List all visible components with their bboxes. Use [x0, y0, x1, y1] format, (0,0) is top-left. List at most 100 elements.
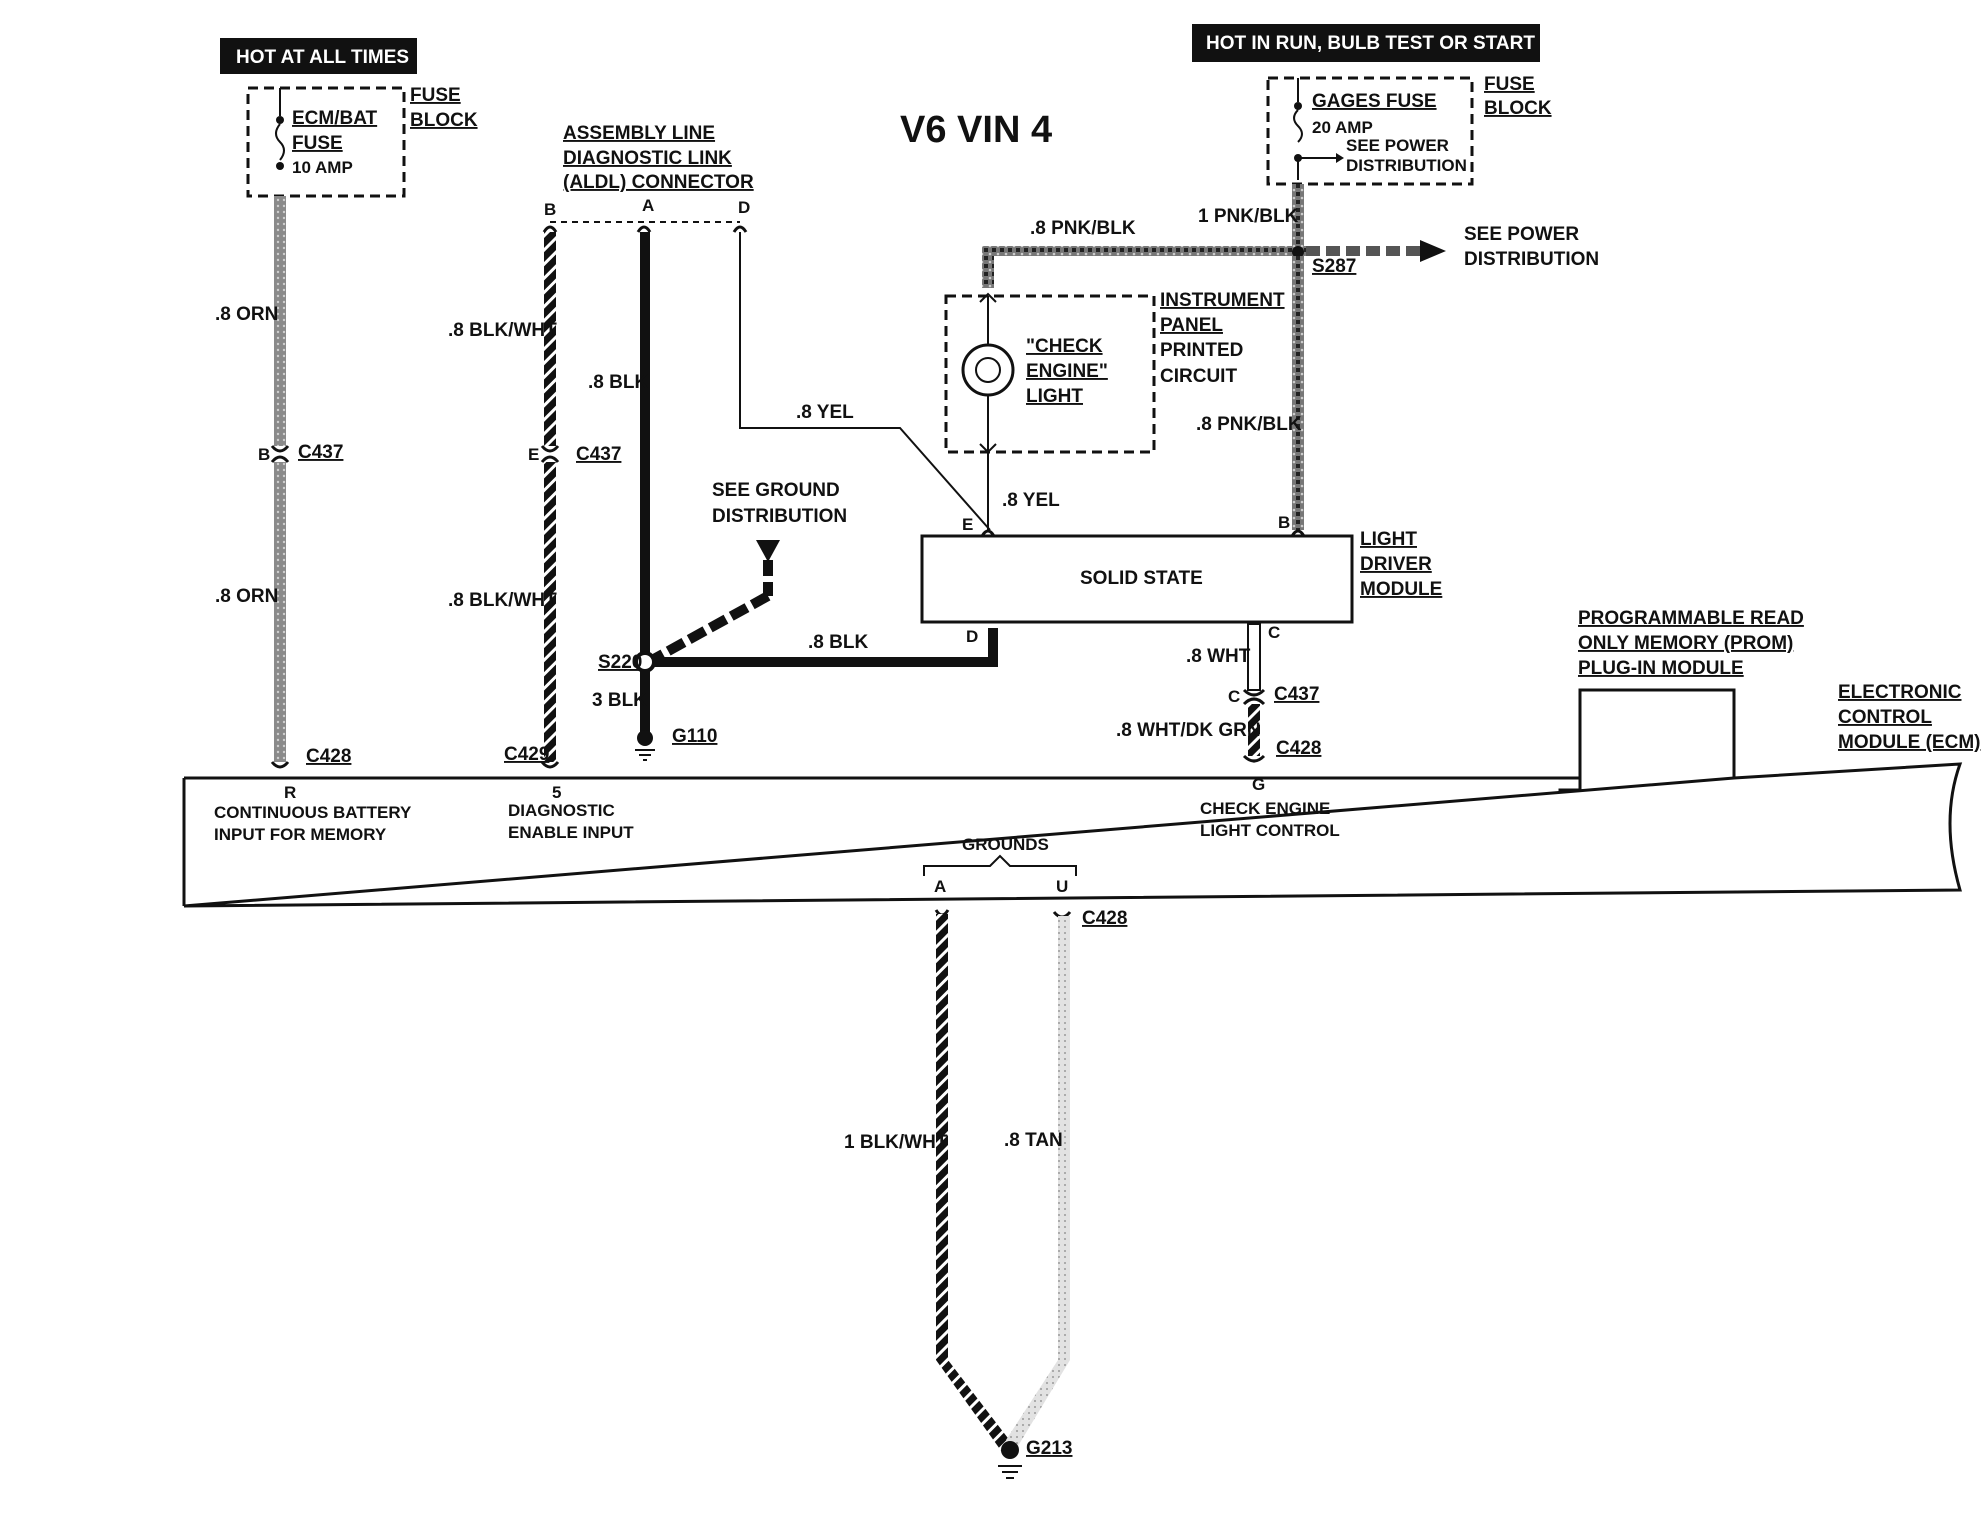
splice-s287: S287 [1292, 246, 1356, 277]
svg-text:1 BLK/WHT: 1 BLK/WHT [844, 1132, 948, 1153]
svg-text:B: B [1278, 513, 1290, 532]
svg-text:PRINTED: PRINTED [1160, 340, 1243, 361]
svg-text:C428: C428 [1276, 738, 1321, 759]
instrument-panel-circuit: INSTRUMENT PANEL PRINTED CIRCUIT [944, 290, 1285, 454]
connector-c428-r: C428 [270, 746, 351, 769]
wire-pnk-blk-top: .8 PNK/BLK [982, 218, 1312, 288]
hot-at-all-times-label: HOT AT ALL TIMES [220, 38, 417, 74]
aldl-connector: ASSEMBLY LINE DIAGNOSTIC LINK (ALDL) CON… [542, 123, 754, 233]
svg-text:A: A [642, 196, 654, 215]
svg-text:SEE POWER: SEE POWER [1464, 224, 1579, 245]
svg-text:CHECK ENGINE: CHECK ENGINE [1200, 799, 1330, 818]
svg-text:BLOCK: BLOCK [410, 110, 478, 131]
connector-c437-right: C C437 [1228, 684, 1319, 706]
svg-text:ONLY MEMORY (PROM): ONLY MEMORY (PROM) [1578, 633, 1793, 654]
svg-text:C428: C428 [306, 746, 351, 767]
svg-text:E: E [528, 445, 539, 464]
connector-c429: C429 [504, 744, 560, 769]
svg-text:CONTROL: CONTROL [1838, 707, 1932, 728]
svg-text:G110: G110 [672, 726, 717, 747]
svg-text:G: G [1252, 775, 1265, 794]
svg-text:3 BLK: 3 BLK [592, 690, 647, 711]
svg-text:.8 YEL: .8 YEL [796, 402, 854, 423]
svg-text:10 AMP: 10 AMP [292, 158, 353, 177]
fuse-block-label-right: FUSE BLOCK [1484, 74, 1552, 119]
svg-text:C437: C437 [1274, 684, 1319, 705]
svg-text:.8 BLK/WHT: .8 BLK/WHT [448, 590, 557, 611]
svg-text:ECM/BAT: ECM/BAT [292, 108, 378, 129]
svg-text:E: E [962, 515, 973, 534]
wire-blk-driver-d: .8 BLK [652, 628, 998, 667]
svg-text:.8 TAN: .8 TAN [1004, 1130, 1063, 1151]
ecm-bat-fuse: ECM/BAT FUSE 10 AMP [246, 86, 406, 198]
svg-text:HOT AT ALL TIMES: HOT AT ALL TIMES [236, 47, 409, 68]
svg-text:.8 PNK/BLK: .8 PNK/BLK [1030, 218, 1136, 239]
check-engine-light: "CHECK ENGINE" LIGHT [961, 292, 1108, 454]
svg-text:MODULE (ECM): MODULE (ECM) [1838, 732, 1980, 753]
svg-text:LIGHT CONTROL: LIGHT CONTROL [1200, 821, 1340, 840]
svg-text:.8 ORN: .8 ORN [215, 586, 278, 607]
svg-text:CONTINUOUS BATTERY: CONTINUOUS BATTERY [214, 803, 412, 822]
svg-text:20 AMP: 20 AMP [1312, 118, 1373, 137]
svg-text:.8 ORN: .8 ORN [215, 304, 278, 325]
gages-fuse: GAGES FUSE 20 AMP SEE POWER DISTRIBUTION [1266, 76, 1474, 186]
svg-text:S287: S287 [1312, 256, 1356, 277]
svg-text:SOLID STATE: SOLID STATE [1080, 568, 1203, 589]
wire-wht-dk-grn: .8 WHT/DK GRN [1116, 704, 1261, 756]
svg-text:SEE GROUND: SEE GROUND [712, 480, 840, 501]
connector-c428-g: C428 [1242, 738, 1321, 763]
svg-text:FUSE: FUSE [1484, 74, 1535, 95]
svg-text:LIGHT: LIGHT [1360, 529, 1417, 550]
ecm-module: ELECTRONIC CONTROL MODULE (ECM) [182, 682, 1980, 908]
svg-text:"CHECK: "CHECK [1026, 336, 1103, 357]
svg-text:PANEL: PANEL [1160, 315, 1223, 336]
svg-text:FUSE: FUSE [410, 85, 461, 106]
svg-text:.8 BLK: .8 BLK [588, 372, 648, 393]
svg-text:U: U [1056, 877, 1068, 896]
wire-tan-ground: C428 .8 TAN [1004, 908, 1127, 1446]
svg-text:C: C [1268, 623, 1280, 642]
svg-text:.8 PNK/BLK: .8 PNK/BLK [1196, 414, 1302, 435]
connector-c437-left: B C437 [258, 442, 343, 464]
svg-text:INPUT FOR MEMORY: INPUT FOR MEMORY [214, 825, 387, 844]
svg-text:PROGRAMMABLE READ: PROGRAMMABLE READ [1578, 608, 1804, 629]
svg-text:ELECTRONIC: ELECTRONIC [1838, 682, 1962, 703]
see-power-distribution-link: SEE POWER DISTRIBUTION [1306, 224, 1599, 270]
svg-text:DISTRIBUTION: DISTRIBUTION [1346, 156, 1467, 175]
svg-text:MODULE: MODULE [1360, 579, 1442, 600]
svg-text:.8 YEL: .8 YEL [1002, 490, 1060, 511]
wire-pnk-blk-right: .8 PNK/BLK [1196, 256, 1304, 530]
svg-text:B: B [258, 445, 270, 464]
svg-text:A: A [934, 877, 946, 896]
svg-text:S220: S220 [598, 652, 642, 673]
svg-text:ENABLE INPUT: ENABLE INPUT [508, 823, 634, 842]
svg-text:1 PNK/BLK: 1 PNK/BLK [1198, 206, 1299, 227]
wire-pnk-blk-fuse: 1 PNK/BLK [1198, 184, 1304, 250]
ecm-pin-labels: R CONTINUOUS BATTERY INPUT FOR MEMORY 5 … [214, 775, 1340, 896]
svg-text:DISTRIBUTION: DISTRIBUTION [1464, 249, 1599, 270]
hot-in-run-label: HOT IN RUN, BULB TEST OR START [1192, 24, 1540, 62]
wire-blk-aldl-a: .8 BLK [588, 232, 650, 662]
svg-text:DISTRIBUTION: DISTRIBUTION [712, 506, 847, 527]
splice-s220: S220 3 BLK [592, 651, 656, 736]
svg-text:.8 WHT/DK GRN: .8 WHT/DK GRN [1116, 720, 1261, 741]
svg-text:ASSEMBLY LINE: ASSEMBLY LINE [563, 123, 715, 144]
svg-text:C428: C428 [1082, 908, 1127, 929]
svg-text:.8 BLK: .8 BLK [808, 632, 868, 653]
svg-text:C437: C437 [298, 442, 343, 463]
svg-text:C429: C429 [504, 744, 549, 765]
svg-text:.8 BLK/WHT: .8 BLK/WHT [448, 320, 557, 341]
svg-text:DRIVER: DRIVER [1360, 554, 1432, 575]
svg-text:HOT IN RUN, BULB TEST OR STAR: HOT IN RUN, BULB TEST OR START [1206, 33, 1535, 54]
svg-text:(ALDL) CONNECTOR: (ALDL) CONNECTOR [563, 172, 754, 193]
svg-text:C: C [1228, 687, 1240, 706]
diagram-title: V6 VIN 4 [900, 109, 1052, 151]
wire-yel-lamp: .8 YEL [987, 452, 1060, 530]
svg-text:D: D [738, 198, 750, 217]
fuse-block-label-left: FUSE BLOCK [410, 85, 478, 131]
wire-yel-aldl-d: .8 YEL [739, 232, 991, 531]
wire-wht: .8 WHT [1186, 623, 1261, 691]
svg-text:5: 5 [552, 783, 561, 802]
svg-text:DIAGNOSTIC LINK: DIAGNOSTIC LINK [563, 148, 732, 169]
